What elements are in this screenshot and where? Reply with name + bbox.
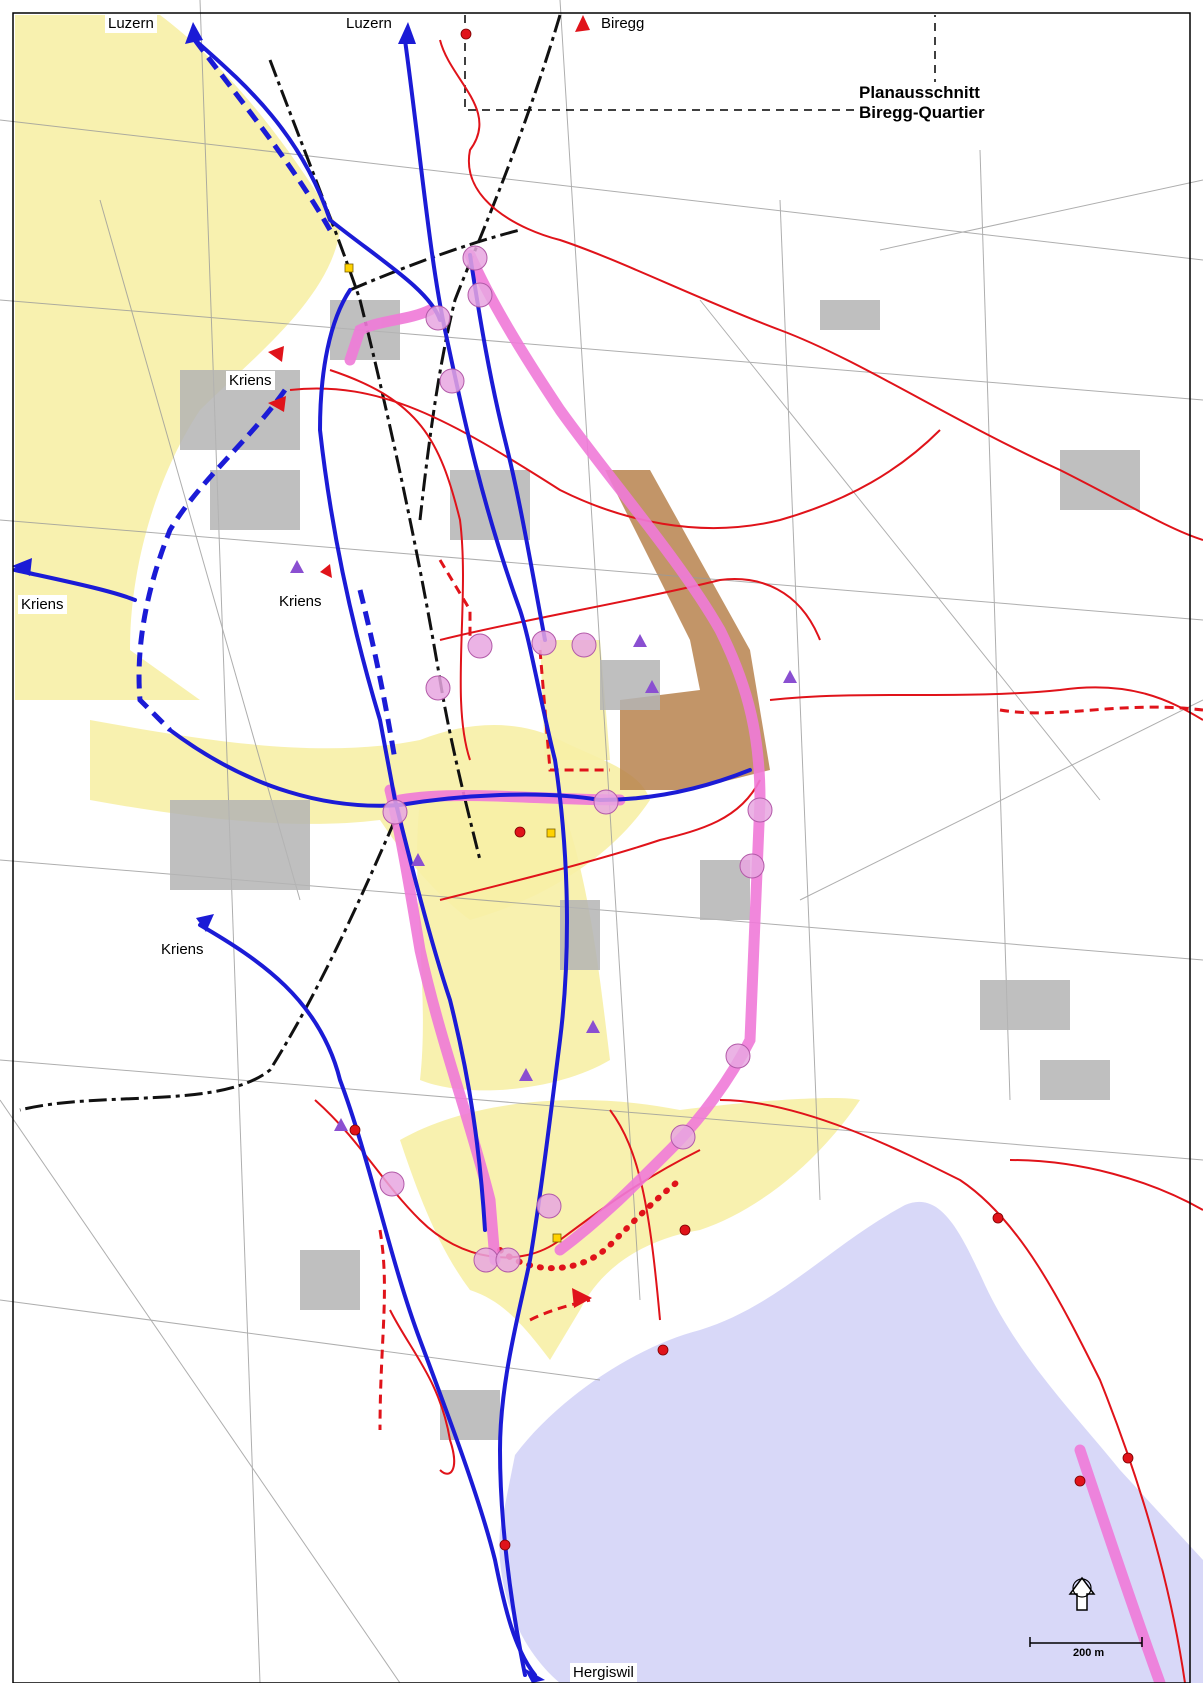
lake-area [499, 1201, 1203, 1683]
triangle-marker-icon [783, 670, 797, 683]
dot-marker-icon [1122, 1452, 1134, 1464]
arrow-kriens-1 [268, 346, 284, 362]
label-biregg: Biregg [598, 14, 648, 33]
zone-mid-east [540, 640, 610, 760]
dot-marker-icon [514, 826, 526, 838]
label-kriens-north: Kriens [226, 371, 275, 390]
dot-marker-icon [657, 1344, 669, 1356]
label-kriens-west: Kriens [18, 595, 67, 614]
scale-label: 200 m [1073, 1647, 1105, 1659]
local-routes-dashed [378, 559, 1203, 1431]
arrow-kriens-south [196, 914, 214, 932]
label-luzern-west: Luzern [105, 14, 157, 33]
square-marker-icon [344, 263, 354, 273]
dot-markers [349, 28, 1134, 1551]
north-arrow-icon [1068, 1576, 1096, 1611]
label-hergiswil: Hergiswil [570, 1663, 637, 1682]
arrow-kriens-west [12, 558, 32, 576]
label-kriens-south: Kriens [158, 940, 207, 959]
dot-marker-icon [460, 28, 472, 40]
arrow-south-east [572, 1288, 592, 1308]
route-arrowheads [12, 15, 592, 1683]
triangle-marker-icon [334, 1118, 348, 1131]
triangle-marker-icon [290, 560, 304, 573]
main-routes-dashed [136, 38, 398, 761]
square-marker-icon [546, 828, 556, 838]
map-border [12, 12, 1191, 1683]
inset-title-line2: Biregg-Quartier [859, 103, 985, 122]
arrow-hergiswil [524, 1668, 545, 1683]
arrow-kriens-2 [268, 396, 286, 412]
main-routes [13, 38, 752, 1677]
dot-marker-icon [1074, 1475, 1086, 1487]
inset-title: Planausschnitt Biregg-Quartier [857, 82, 987, 124]
dot-marker-icon [992, 1212, 1004, 1224]
triangle-marker-icon [645, 680, 659, 693]
label-luzern-east: Luzern [343, 14, 395, 33]
zone-northwest [15, 15, 340, 700]
triangle-marker-icon [586, 1020, 600, 1033]
label-kriens-center: Kriens [276, 592, 325, 611]
triangle-marker-icon [633, 634, 647, 647]
triangle-marker-icon [411, 853, 425, 866]
triangle-marker-icon [519, 1068, 533, 1081]
arrow-luzern-1 [185, 22, 203, 44]
nodes [379, 245, 773, 1273]
dot-marker-icon [499, 1539, 511, 1551]
inset-frame [464, 15, 936, 111]
zone-south [400, 1098, 860, 1360]
arrow-luzern-2 [398, 22, 416, 44]
dot-marker-icon [679, 1224, 691, 1236]
arrow-kriens-3 [320, 564, 332, 578]
dot-marker-icon [349, 1124, 361, 1136]
arrow-biregg [575, 15, 590, 32]
triangle-markers [290, 560, 797, 1131]
square-markers [344, 263, 562, 1243]
square-marker-icon [552, 1233, 562, 1243]
inset-title-line1: Planausschnitt [859, 83, 980, 102]
